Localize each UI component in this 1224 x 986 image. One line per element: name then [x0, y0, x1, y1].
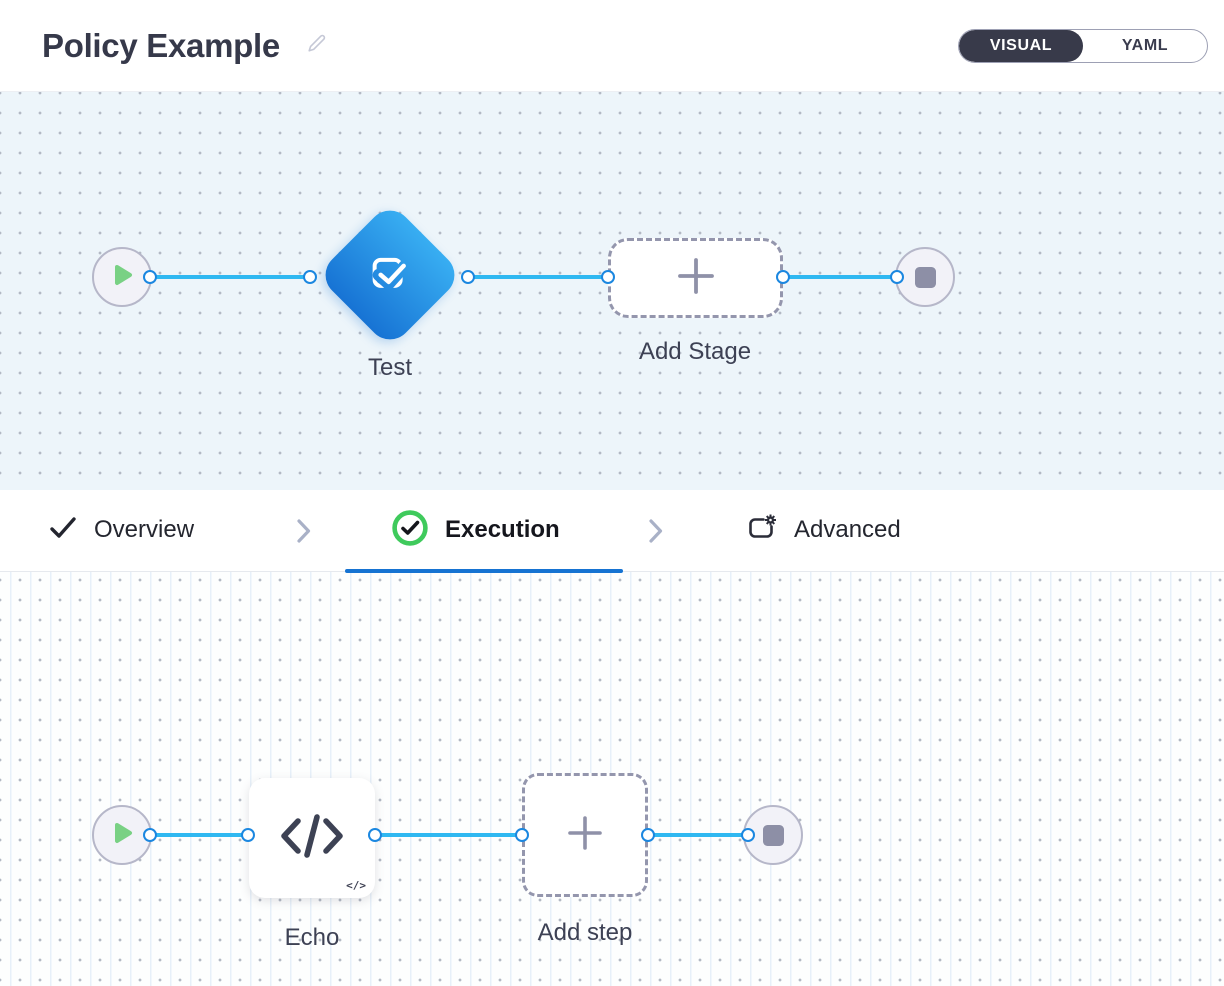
stop-icon [762, 824, 784, 846]
chevron-right-icon [648, 518, 664, 549]
chevron-right-icon [296, 518, 312, 549]
connector-edge [641, 828, 755, 842]
step-label: Echo [284, 924, 340, 951]
add-step-button[interactable] [522, 773, 648, 897]
checked-box-icon [366, 249, 414, 302]
toggle-yaml[interactable]: YAML [1121, 36, 1169, 54]
connector-point [741, 828, 755, 842]
tab-overview[interactable]: Overview [48, 490, 194, 570]
connector-point [461, 270, 475, 284]
connector-edge [776, 270, 904, 284]
page-title: Policy Example [42, 26, 280, 64]
advanced-settings-icon [746, 514, 778, 547]
connector-edge [368, 828, 529, 842]
pipeline-end-node [895, 247, 955, 307]
stage-tabbar: Overview Execution [0, 490, 1224, 573]
stage-node-test[interactable] [316, 201, 464, 349]
connector-point [303, 270, 317, 284]
active-tab-underline [345, 568, 623, 573]
tab-advanced[interactable]: Advanced [746, 490, 901, 570]
connector-point [641, 828, 655, 842]
pencil-icon [306, 32, 328, 59]
connector-point [241, 828, 255, 842]
connector-edge [143, 270, 317, 284]
add-stage-button[interactable] [608, 238, 783, 318]
tab-overview-label: Overview [94, 516, 195, 543]
toggle-visual[interactable]: VISUAL [959, 29, 1083, 62]
add-step-label: Add step [537, 919, 633, 946]
edit-title-button[interactable] [306, 32, 328, 59]
check-circle-icon [391, 509, 429, 552]
execution-start-node [92, 805, 152, 865]
connector-point [368, 828, 382, 842]
connector-point [143, 828, 157, 842]
step-node-echo[interactable]: </> [249, 778, 375, 898]
tab-execution-label: Execution [445, 516, 560, 543]
tab-execution[interactable]: Execution [391, 490, 560, 570]
connector-edge [143, 828, 255, 842]
connector-point [515, 828, 529, 842]
step-canvas: </> Echo Add step [0, 572, 1224, 986]
connector-point [776, 270, 790, 284]
header: Policy Example VISUAL YAML [0, 0, 1224, 92]
connector-edge [461, 270, 615, 284]
plus-icon [564, 812, 606, 859]
connector-point [143, 270, 157, 284]
connector-point [890, 270, 904, 284]
play-icon [110, 821, 134, 850]
stop-icon [914, 266, 936, 288]
play-icon [110, 263, 134, 292]
code-icon [277, 812, 347, 865]
add-stage-label: Add Stage [638, 338, 752, 365]
connector-point [601, 270, 615, 284]
stage-canvas: Test Add Stage [0, 92, 1224, 490]
check-icon [48, 515, 78, 546]
visual-yaml-toggle: VISUAL YAML [958, 28, 1208, 63]
tab-advanced-label: Advanced [794, 516, 901, 543]
pipeline-start-node [92, 247, 152, 307]
step-type-badge: </> [346, 879, 366, 892]
stage-label: Test [367, 354, 412, 381]
plus-icon [673, 253, 719, 304]
